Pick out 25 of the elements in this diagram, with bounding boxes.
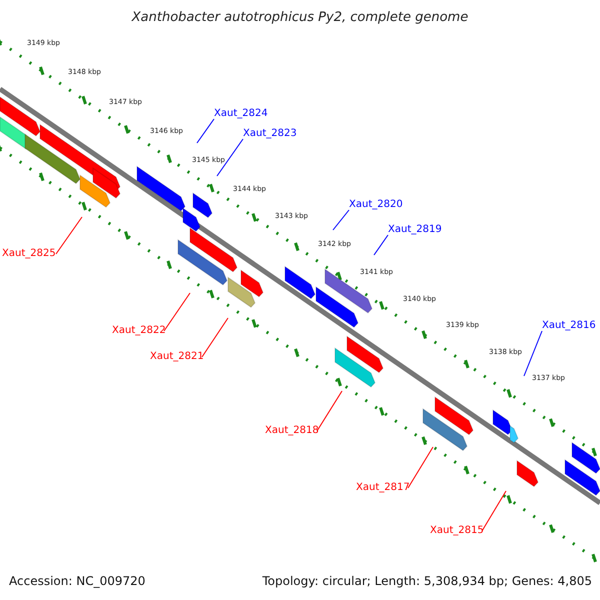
gene-label: Xaut_2822 bbox=[112, 325, 166, 337]
leader-line bbox=[196, 118, 214, 144]
leader-line bbox=[216, 138, 244, 176]
gene-label: Xaut_2820 bbox=[349, 199, 403, 211]
gene-label: Xaut_2817 bbox=[356, 482, 410, 494]
accession-text: Accession: NC_009720 bbox=[9, 574, 146, 588]
leader-line bbox=[482, 490, 506, 532]
gene-label: Xaut_2819 bbox=[388, 224, 442, 236]
gene-label: Xaut_2825 bbox=[2, 248, 56, 260]
leader-line bbox=[316, 390, 342, 432]
gene-label: Xaut_2816 bbox=[542, 320, 596, 332]
gene-label: Xaut_2824 bbox=[214, 108, 268, 120]
gene-label: Xaut_2818 bbox=[265, 425, 319, 437]
leader-line bbox=[202, 318, 228, 358]
title: Xanthobacter autotrophicus Py2, complete genome bbox=[130, 10, 470, 25]
leader-line bbox=[164, 292, 190, 332]
gene-label: Xaut_2815 bbox=[430, 525, 484, 537]
leader-line bbox=[56, 216, 82, 254]
leader-line bbox=[374, 234, 388, 256]
gene-label: Xaut_2821 bbox=[150, 351, 204, 363]
leader-line bbox=[408, 446, 434, 488]
genome-summary: Topology: circular; Length: 5,308,934 bp; Genes: 4,805 bbox=[262, 574, 592, 588]
leader-line bbox=[332, 210, 350, 230]
leader-line bbox=[524, 330, 542, 376]
gene-label: Xaut_2823 bbox=[243, 128, 297, 140]
